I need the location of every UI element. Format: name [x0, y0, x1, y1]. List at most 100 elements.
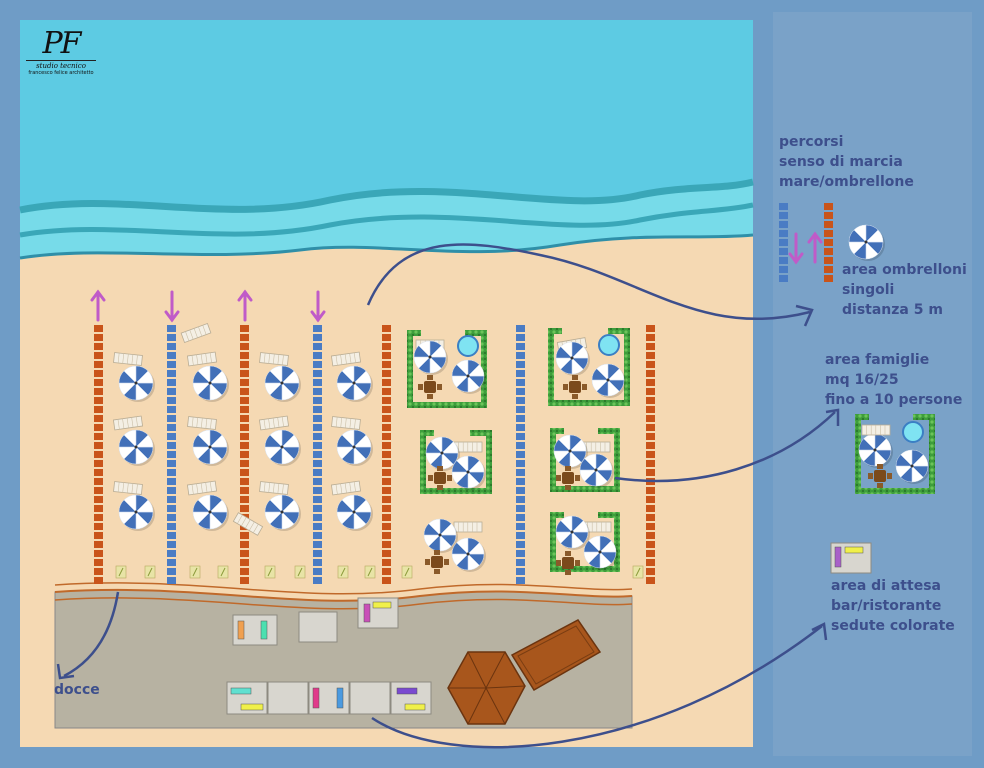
lounger-icon — [330, 351, 362, 367]
chair — [427, 394, 433, 399]
lounger-slat — [117, 353, 120, 364]
lane-segment — [646, 343, 655, 350]
hedge-top-right — [913, 414, 935, 420]
colored-seat — [834, 546, 842, 568]
colored-seat — [396, 687, 418, 695]
legend-families-text: area famiglie mq 16/25 fino a 10 persone — [825, 350, 962, 410]
umbrella-panel — [353, 370, 372, 384]
umbrella-panel — [281, 370, 300, 384]
umbrella-panel — [281, 499, 300, 513]
lane-segment — [646, 406, 655, 413]
lane-segment — [94, 469, 103, 476]
lane-segment — [167, 532, 176, 539]
umbrella-icon — [118, 494, 155, 531]
lounger-slat — [200, 354, 203, 365]
hedge-right — [486, 430, 492, 494]
legend-paths-line-3: mare/ombrellone — [779, 174, 914, 190]
lane-segment — [382, 370, 391, 377]
lane-segment — [779, 275, 788, 282]
seating-block — [232, 614, 278, 646]
lounger-slat — [344, 354, 347, 365]
lane-segment — [646, 370, 655, 377]
chair — [575, 560, 580, 566]
lane-segment — [382, 451, 391, 458]
lane-segment — [382, 478, 391, 485]
lane-segment — [240, 550, 249, 557]
hedge-top-left — [550, 428, 564, 434]
shower-post — [217, 565, 229, 579]
lane-segment — [382, 415, 391, 422]
lounger-slat — [191, 355, 194, 366]
umbrella-panel — [595, 458, 613, 471]
umbrella-pole — [352, 510, 356, 514]
lane-segment — [646, 487, 655, 494]
umbrella-panel — [135, 370, 154, 384]
lane-segment — [94, 451, 103, 458]
lane-segment — [167, 388, 176, 395]
umbrella-pole — [864, 240, 868, 244]
lounger-slat — [340, 417, 343, 428]
lane-segment — [94, 325, 103, 332]
lane-segment — [94, 550, 103, 557]
lane-segment — [167, 469, 176, 476]
lane-segment — [167, 334, 176, 341]
lounger-slat — [335, 355, 338, 366]
lounger-slat — [117, 419, 120, 430]
lane-segment — [313, 478, 322, 485]
lane-segment — [94, 487, 103, 494]
lane-segment — [313, 343, 322, 350]
lane-segment — [779, 239, 788, 246]
lane-segment — [313, 550, 322, 557]
shower-post — [632, 565, 644, 579]
legend-single-line-2: singoli — [842, 282, 895, 298]
lane-segment — [94, 496, 103, 503]
lane-segment — [240, 559, 249, 566]
chair — [556, 560, 561, 566]
lane-segment — [516, 352, 525, 359]
hedge-top-left — [855, 414, 869, 420]
lane-segment — [313, 334, 322, 341]
lane-segment — [516, 415, 525, 422]
umbrella-icon — [451, 359, 486, 394]
lane-segment — [94, 361, 103, 368]
lane-segment — [240, 442, 249, 449]
seating-block — [830, 542, 872, 574]
umbrella-icon — [192, 429, 229, 466]
seating-pad — [267, 681, 309, 715]
studio-logo: PF studio tecnico francesco felice archi… — [26, 29, 96, 76]
lane-segment — [167, 361, 176, 368]
lane-segment — [313, 532, 322, 539]
curve-arrowhead-2 — [825, 408, 840, 426]
legend-arrow-down-head — [788, 252, 804, 265]
lane-segment — [240, 568, 249, 575]
lane-segment — [240, 469, 249, 476]
lane-segment — [167, 397, 176, 404]
umbrella-panel — [569, 439, 587, 452]
seating-block — [267, 681, 309, 715]
wave-line-1 — [19, 178, 754, 214]
table-top — [431, 556, 443, 568]
chair — [582, 384, 587, 390]
chair — [447, 475, 452, 481]
chair — [425, 559, 430, 565]
lounger-slat — [277, 483, 280, 494]
shower-mark — [635, 567, 641, 577]
umbrella-icon — [264, 494, 301, 531]
lane-segment — [516, 523, 525, 530]
umbrella-panel — [874, 438, 892, 451]
lane-segment — [94, 397, 103, 404]
lounger-slat — [189, 329, 194, 340]
chair — [572, 375, 578, 380]
lane-segment — [94, 541, 103, 548]
lane-segment — [516, 343, 525, 350]
lane-segment — [646, 577, 655, 584]
lane-segment — [779, 221, 788, 228]
umbrella-pole — [570, 530, 574, 534]
umbrella-pole — [466, 470, 470, 474]
deck-edge-2 — [54, 582, 633, 595]
lane-segment — [313, 469, 322, 476]
lane-segment — [779, 230, 788, 237]
lane-segment — [516, 505, 525, 512]
chair — [877, 483, 883, 488]
lane-segment — [240, 352, 249, 359]
